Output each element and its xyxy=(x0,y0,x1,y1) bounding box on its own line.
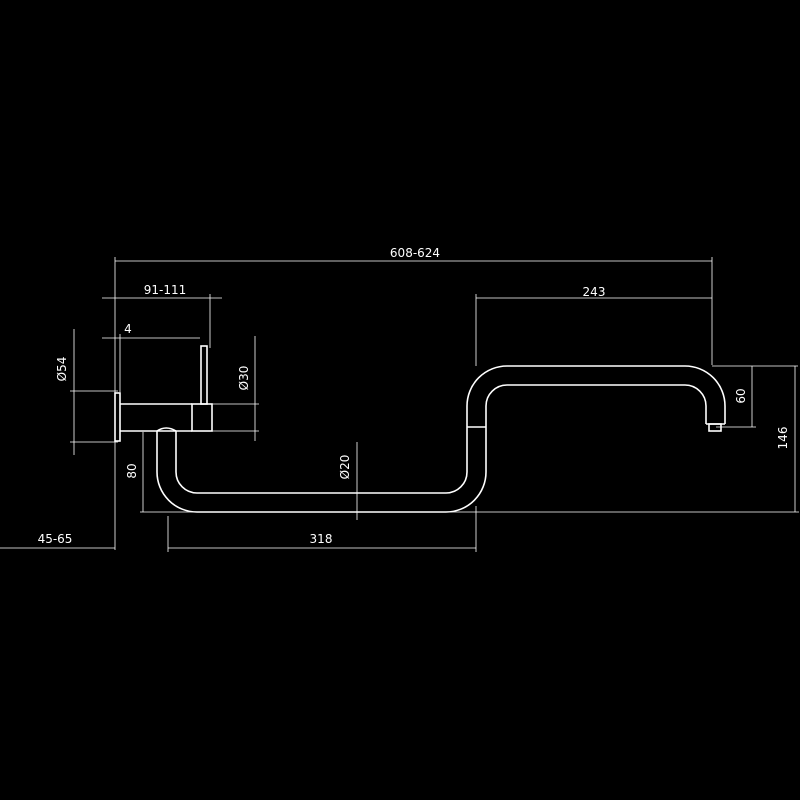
dimension-lines xyxy=(0,257,799,552)
label-body-projection: 91-111 xyxy=(144,283,187,297)
label-tube-diameter: Ø20 xyxy=(338,455,352,480)
label-body-diameter: Ø30 xyxy=(237,366,251,391)
label-lower-arm: 318 xyxy=(310,532,333,546)
label-total-height: 146 xyxy=(776,427,790,450)
spout-tube-outer xyxy=(156,384,707,513)
handle-lever xyxy=(200,345,208,405)
label-wall-gap: 4 xyxy=(124,322,132,336)
faucet-outline xyxy=(114,345,726,513)
label-wall-offset: 45-65 xyxy=(38,532,73,546)
wall-rosette xyxy=(114,392,121,442)
label-rosette-diameter: Ø54 xyxy=(55,357,69,382)
label-spout-reach: 243 xyxy=(583,285,606,299)
label-overall-length: 608-624 xyxy=(390,246,440,260)
label-pivot-height: 80 xyxy=(125,463,139,478)
outlet-aerator xyxy=(708,423,722,432)
label-outlet-drop: 60 xyxy=(734,388,748,403)
spout-tube-inner xyxy=(175,365,726,494)
swivel-joint xyxy=(156,427,177,432)
